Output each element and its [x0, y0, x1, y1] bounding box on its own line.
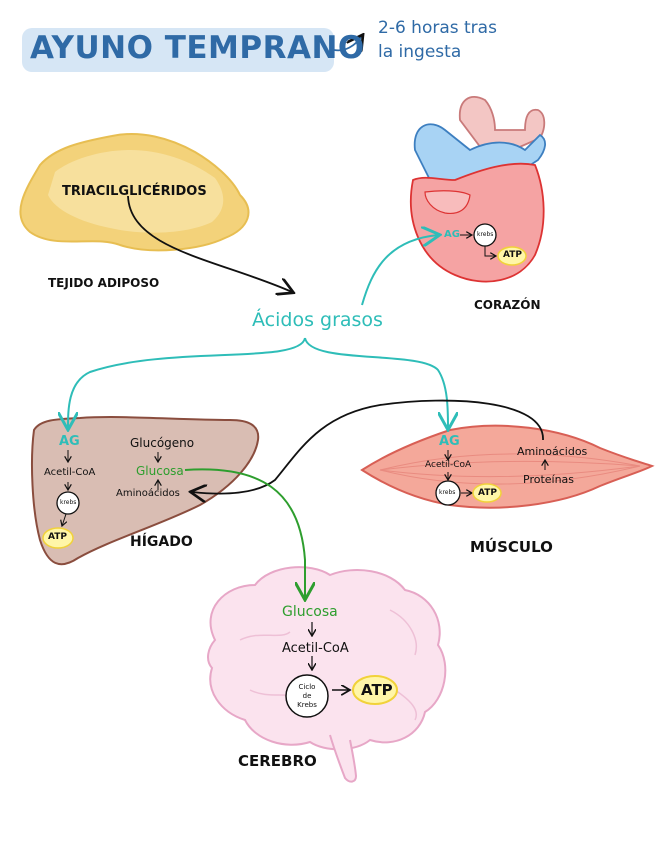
arrow-fatty-acids-to-heart	[361, 235, 438, 306]
muscle-proteinas-label: Proteínas	[523, 473, 575, 486]
liver-glucosa-label: Glucosa	[136, 464, 184, 478]
adipose-label: TEJIDO ADIPOSO	[48, 276, 160, 290]
muscle-aminoacidos-label: Aminoácidos	[517, 445, 588, 458]
heart-atp-burst	[497, 246, 527, 266]
subtitle-line-2: la ingesta	[378, 42, 462, 62]
brain-krebs-line-2: de	[302, 692, 312, 700]
tag-label: TRIACILGLICÉRIDOS	[62, 184, 207, 199]
arrow-tag-to-fatty-acids	[127, 195, 292, 292]
liver-arrow-3	[62, 513, 66, 526]
brain-glucosa-label: Glucosa	[282, 604, 338, 620]
liver-shape	[31, 416, 260, 566]
brain-acetil-label: Acetil-CoA	[282, 641, 349, 656]
liver-label: HÍGADO	[130, 534, 193, 550]
brain-krebs-label: Ciclo de Krebs	[294, 683, 320, 710]
page-title: AYUNO TEMPRANO	[30, 30, 365, 66]
arrow-muscle-aa-to-liver	[192, 399, 544, 494]
liver-ag-label: AG	[59, 434, 80, 449]
title-box	[22, 28, 334, 72]
muscle-krebs-circle	[435, 480, 461, 506]
liver-aminoacidos-label: Aminoácidos	[116, 488, 180, 499]
muscle-ag-label: AG	[439, 434, 460, 449]
muscle-krebs-label: krebs	[439, 489, 456, 496]
liver-atp-burst	[42, 527, 74, 549]
arrow-fatty-acids-to-liver	[68, 337, 306, 428]
muscle-shape	[360, 424, 655, 509]
liver-glucogeno-label: Glucógeno	[130, 436, 195, 450]
liver-krebs-circle	[56, 491, 80, 515]
brain-atp-burst	[352, 675, 398, 705]
muscle-acetil-label: Acetil-CoA	[425, 460, 472, 470]
brain-krebs-line-3: Krebs	[297, 701, 317, 709]
arrow-glucose-to-brain	[184, 468, 305, 598]
title-arrow	[333, 36, 362, 50]
brain-krebs-line-1: Ciclo	[298, 683, 316, 691]
subtitle-line-1: 2-6 horas tras	[378, 18, 497, 38]
heart-krebs-label: krebs	[477, 231, 494, 238]
arrow-fatty-acids-to-muscle	[304, 337, 448, 428]
subtitle: 2-6 horas tras la ingesta	[378, 16, 548, 64]
muscle-label: MÚSCULO	[470, 538, 553, 556]
liver-krebs-label: krebs	[60, 499, 77, 506]
brain-krebs-circle	[285, 674, 329, 718]
brain-label: CEREBRO	[238, 752, 317, 770]
brain-atp-label: ATP	[361, 681, 393, 699]
muscle-atp-burst	[472, 483, 502, 503]
heart-atp-label: ATP	[503, 250, 523, 260]
muscle-atp-label: ATP	[478, 488, 498, 498]
brain-shape	[207, 566, 447, 783]
liver-acetil-label: Acetil-CoA	[44, 467, 96, 478]
heart-ag-label: AG	[444, 229, 460, 240]
liver-atp-label: ATP	[48, 532, 68, 542]
heart-label: CORAZÓN	[474, 298, 541, 312]
fatty-acids-label: Ácidos grasos	[252, 309, 383, 331]
heart-arrow-2	[484, 246, 496, 256]
